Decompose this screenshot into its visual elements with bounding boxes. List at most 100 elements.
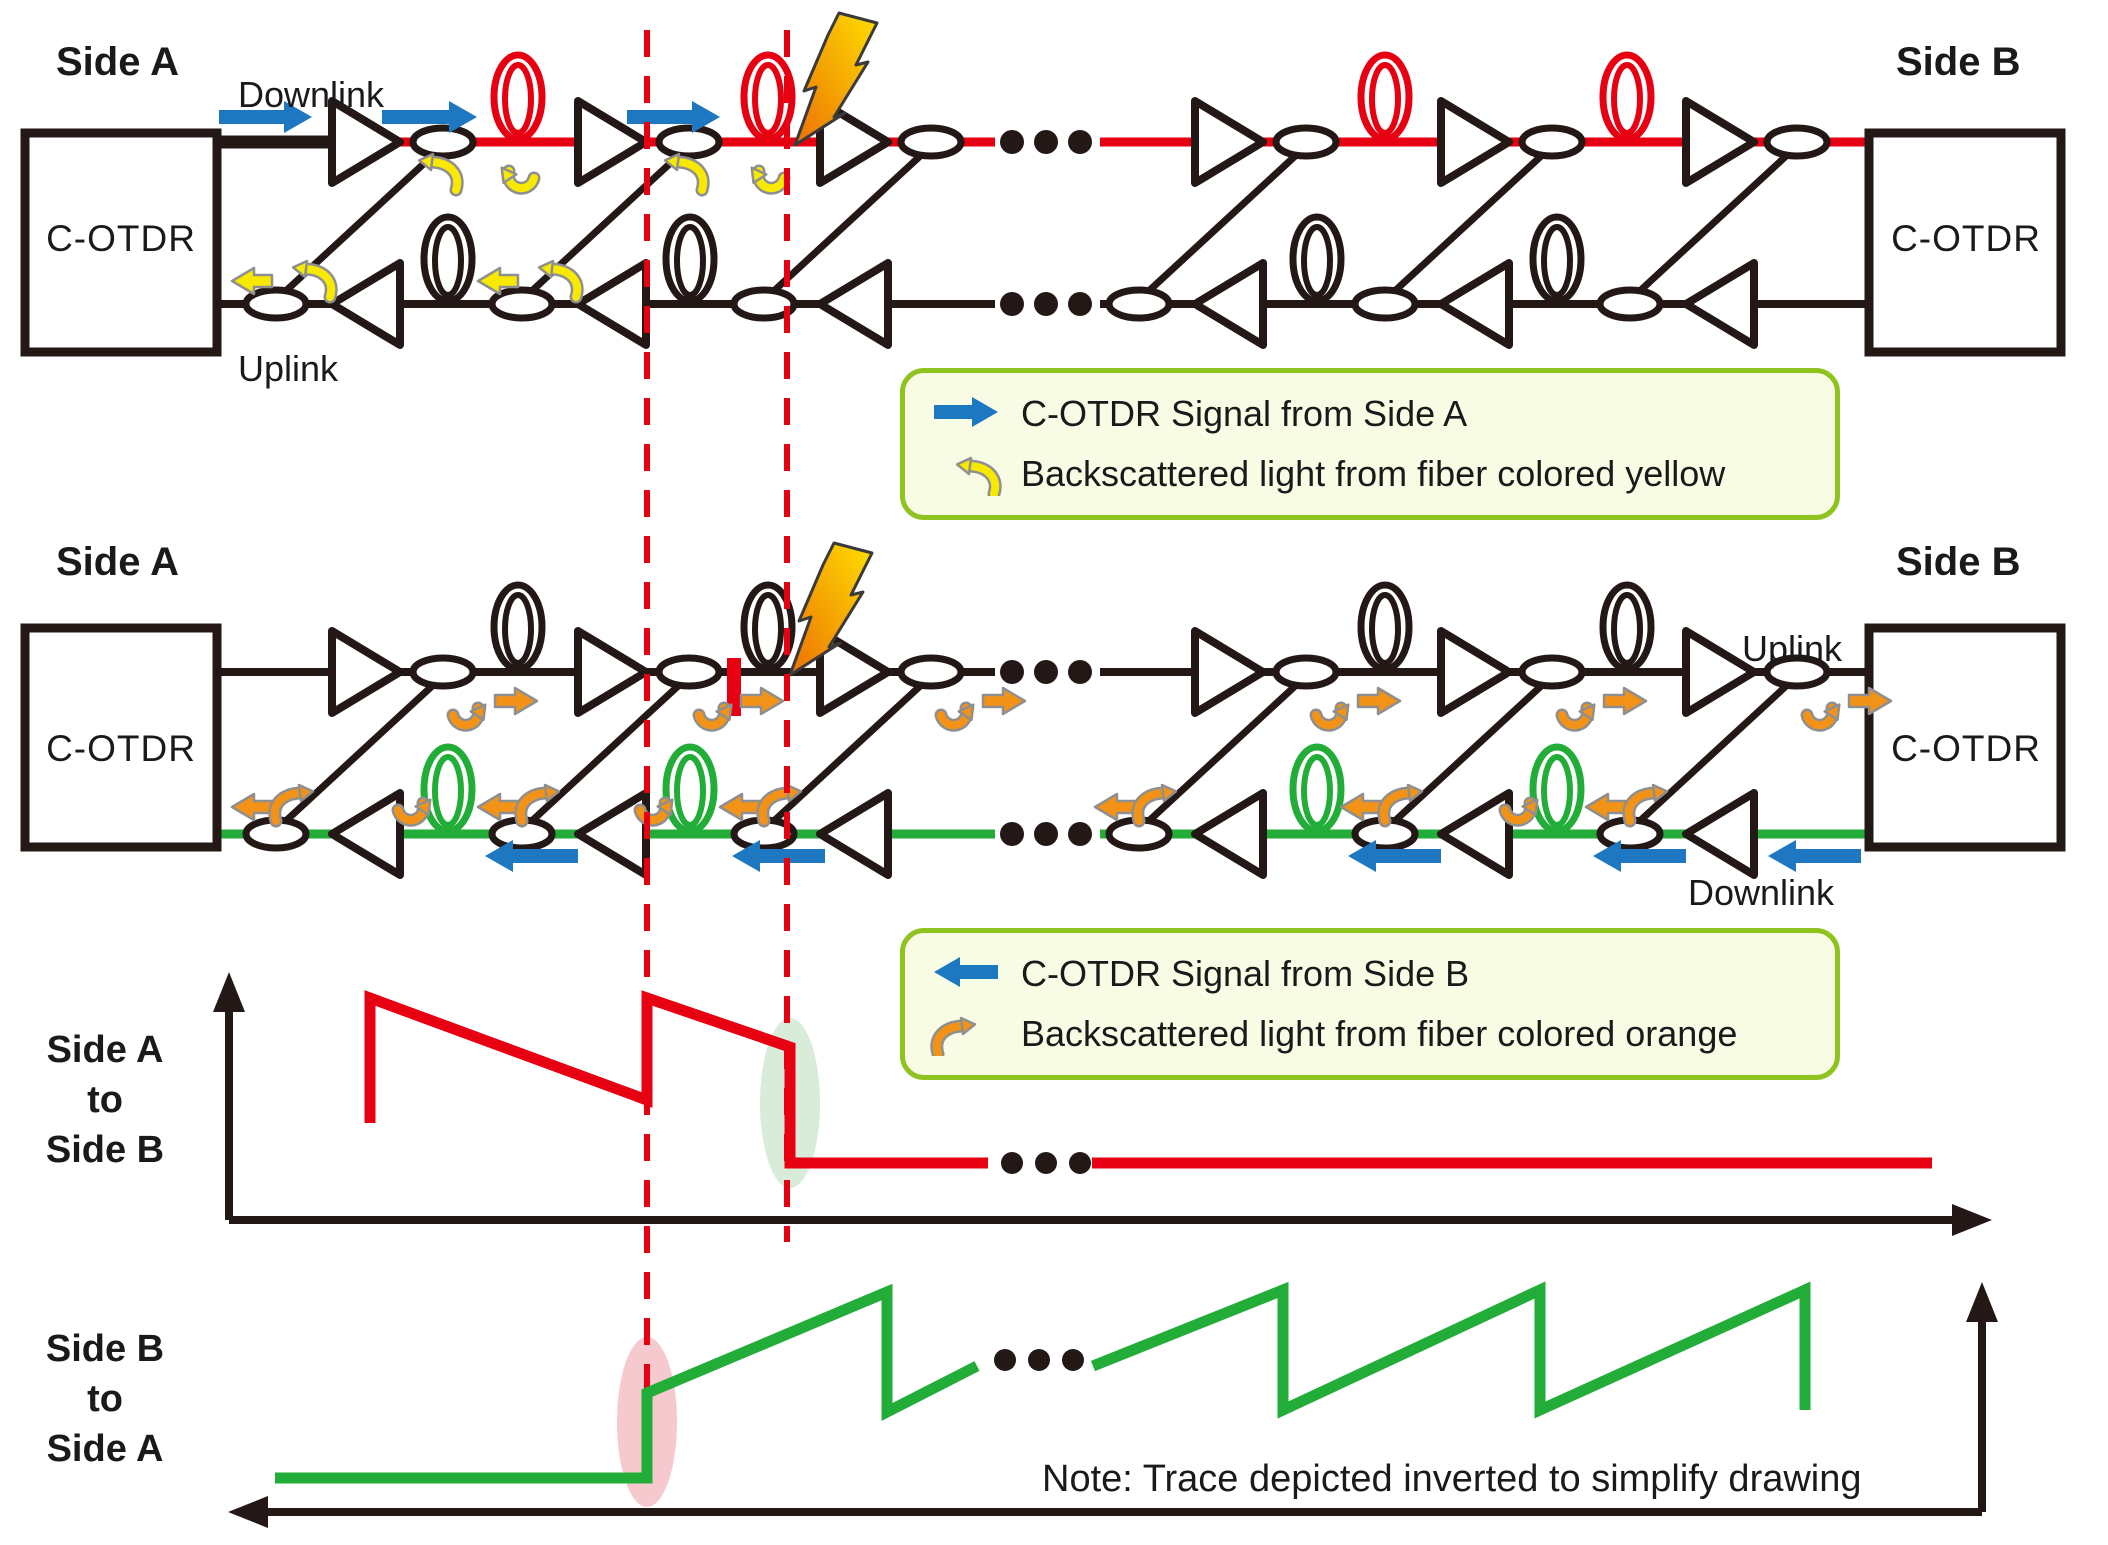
ellipsis-dots	[1001, 1152, 1023, 1174]
amplifier	[816, 627, 892, 717]
fiber-coil	[1369, 62, 1401, 136]
blue-arrow-left-icon	[934, 956, 998, 987]
inverted-trace-note: Note: Trace depicted inverted to simplif…	[1042, 1458, 1862, 1500]
side-a-to-side-b-trace	[364, 990, 988, 1169]
fiber-coil	[674, 224, 706, 298]
fault-bar	[727, 658, 741, 716]
loopback-path	[761, 143, 934, 303]
ellipsis-dots	[1028, 1349, 1050, 1371]
axis-arrow-head	[1952, 1204, 1992, 1236]
coupler	[1763, 124, 1831, 160]
legend-row: Backscattered light from fiber colored y…	[929, 450, 1811, 500]
yellow-curved-arrow-icon	[663, 152, 710, 197]
loopback-path	[519, 673, 692, 833]
amplifier	[574, 627, 650, 717]
ellipsis-dots	[1000, 660, 1024, 684]
ellipsis-dots	[1068, 292, 1092, 316]
fiber-coil	[1599, 51, 1655, 143]
coupler	[409, 654, 477, 690]
axis-arrow-head	[213, 972, 245, 1012]
orange-curved-arrow-icon	[692, 701, 733, 732]
orange-curved-arrow-icon	[1555, 701, 1596, 732]
orange-curved-arrow-icon	[1498, 796, 1539, 827]
amplifier	[328, 627, 404, 717]
ellipsis-dots	[1068, 130, 1092, 154]
side-b-to-side-a-trace	[275, 1283, 980, 1484]
amplifier	[574, 97, 650, 187]
ellipsis-dots	[1034, 660, 1058, 684]
lightning-bolt-icon	[793, 11, 879, 147]
amplifier	[1191, 97, 1267, 187]
orange-curved-arrow-icon	[929, 1008, 1003, 1061]
ellipsis-dots	[1034, 822, 1058, 846]
orange-arrow-left-icon	[718, 792, 762, 822]
blue-arrow-right-icon	[219, 101, 312, 133]
orange-curved-arrow-icon	[1377, 783, 1424, 828]
fiber-coil	[662, 743, 718, 835]
downlink-label-middle: Downlink	[1688, 872, 1835, 913]
arrow-head	[469, 703, 487, 722]
side-a-label-top: Side A	[56, 40, 179, 84]
side-a-to-side-b-trace-layer	[364, 990, 1932, 1174]
c-otdr-box-left	[20, 623, 222, 852]
yellow-curved-arrow-icon	[750, 164, 791, 195]
chart-a-to-b-label: Side A to Side B	[45, 1029, 165, 1171]
loopback-path	[761, 673, 934, 833]
loopback-path	[1627, 143, 1800, 303]
amplifier	[1682, 259, 1758, 349]
fiber-coil	[1357, 51, 1413, 143]
coupler	[1105, 286, 1173, 322]
fiber-coil	[1369, 592, 1401, 666]
coupler	[1763, 654, 1831, 690]
orange-curved-arrow-icon	[1800, 701, 1841, 732]
fiber-coil	[1301, 224, 1333, 298]
ellipsis-dots	[1034, 130, 1058, 154]
fiber-coil	[1289, 743, 1345, 835]
c-otdr-box-right	[1864, 623, 2066, 852]
legend-side-b: C-OTDR Signal from Side B Backscattered …	[900, 928, 1840, 1080]
orange-arrow-right-icon	[1356, 686, 1402, 716]
fiber-coil	[1541, 754, 1573, 828]
blue-arrow-right-icon	[929, 388, 1003, 441]
fiber-coil	[490, 581, 546, 673]
c-otdr-device-a-top: C-OTDR	[46, 218, 196, 259]
ellipsis-dots	[1068, 660, 1092, 684]
blue-arrow-left-icon	[1593, 840, 1686, 872]
uplink-label-middle: Uplink	[1742, 628, 1843, 669]
legend-row: C-OTDR Signal from Side B	[929, 950, 1811, 998]
yellow-curved-arrow-icon	[500, 164, 541, 195]
fiber-coil	[740, 51, 796, 143]
yellow-curved-arrow-icon	[955, 456, 1002, 500]
arrow-head	[1823, 703, 1841, 722]
orange-arrow-left-icon	[230, 792, 274, 822]
lightning-bolt-icon	[788, 541, 874, 677]
side-a-label-middle: Side A	[56, 540, 179, 584]
fiber-coil	[1599, 581, 1655, 673]
fiber-coil	[420, 213, 476, 305]
coupler	[897, 654, 965, 690]
axis-arrow-head	[1966, 1282, 1998, 1322]
legend-side-a: C-OTDR Signal from Side A Backscattered …	[900, 368, 1840, 520]
coupler	[1272, 124, 1340, 160]
amplifier	[574, 259, 650, 349]
orange-arrow-left-icon	[1093, 792, 1137, 822]
orange-curved-arrow-icon	[1131, 783, 1178, 828]
amplifier	[816, 97, 892, 187]
arrow-head	[1578, 703, 1596, 722]
amplifier	[1682, 97, 1758, 187]
coupler	[655, 654, 723, 690]
arrow-head	[1406, 783, 1424, 803]
fiber-coil	[674, 754, 706, 828]
fiber-coil	[502, 62, 534, 136]
amplifier	[1682, 627, 1758, 717]
ellipsis-dots	[1069, 1152, 1091, 1174]
amplifier	[1191, 789, 1267, 879]
amplifier	[1437, 627, 1513, 717]
coupler	[1518, 124, 1586, 160]
amplifier	[328, 789, 404, 879]
downlink-label-top: Downlink	[238, 74, 385, 115]
legend-row: C-OTDR Signal from Side A	[929, 390, 1811, 438]
orange-curved-arrow-icon	[268, 783, 315, 828]
blue-arrow-right-icon	[627, 101, 720, 133]
